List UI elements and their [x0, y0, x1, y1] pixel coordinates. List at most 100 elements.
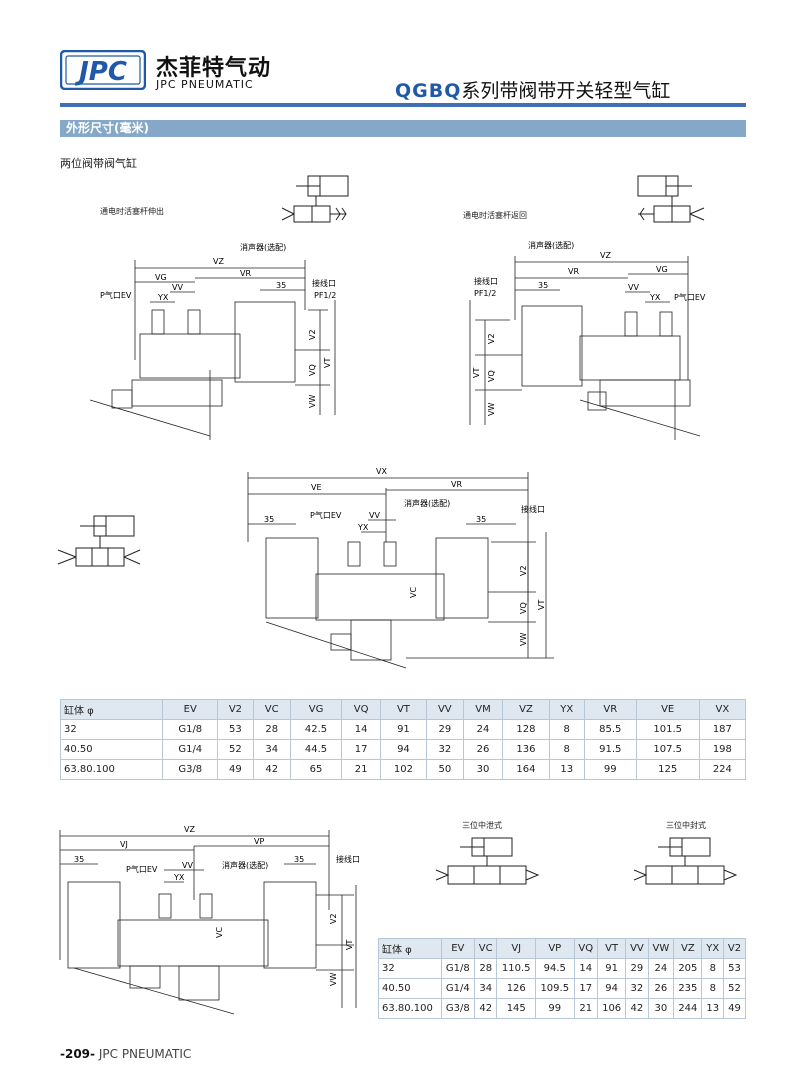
d4-connector: 接线口 — [336, 854, 360, 864]
brand-chinese-name: 杰菲特气动 — [156, 56, 272, 81]
d1-v2: V2 — [308, 329, 317, 340]
table-cell: 52 — [723, 978, 746, 999]
column-header: VR — [583, 699, 637, 720]
d4-vt: VT — [345, 940, 354, 950]
table-cell: 205 — [673, 958, 703, 979]
column-header: 缸体 φ — [59, 699, 164, 720]
table-cell: 13 — [548, 759, 585, 780]
column-header: V2 — [723, 938, 746, 959]
table-cell: 26 — [462, 739, 504, 760]
column-header: VV — [426, 699, 464, 720]
table-cell: 49 — [723, 998, 746, 1019]
table-cell: G1/4 — [162, 739, 219, 760]
column-header: VX — [698, 699, 747, 720]
d4-muffler: 消声器(选配) — [222, 860, 268, 870]
d1-muffler: 消声器(选配) — [240, 242, 286, 252]
d4-vz: VZ — [184, 825, 195, 834]
d2-p: P气口EV — [674, 292, 706, 302]
column-header: VG — [289, 699, 343, 720]
d1-vg: VG — [155, 273, 167, 282]
d3-connector: 接线口 — [521, 504, 545, 514]
table-cell: 94 — [379, 739, 428, 760]
table-cell: G3/8 — [162, 759, 219, 780]
table-cell: 91 — [379, 719, 428, 740]
d3-35a: 35 — [264, 515, 274, 524]
table-cell: 164 — [502, 759, 550, 780]
valve-symbol-center-closed — [633, 837, 738, 885]
table-cell: G1/8 — [162, 719, 219, 740]
drawing-extend: VZ VG VR VV YX P气口EV 消声器(选配) 接线口 PF1/2 3… — [89, 242, 336, 440]
table-cell: 49 — [217, 759, 254, 780]
drawing2-caption: 通电时活塞杆返回 — [463, 211, 527, 220]
header-rule — [60, 103, 746, 107]
table-cell: 17 — [573, 978, 599, 999]
table-cell: 28 — [252, 719, 291, 740]
table-cell: 13 — [701, 998, 725, 1019]
table-cell: 8 — [548, 739, 585, 760]
table-cell: 17 — [341, 739, 381, 760]
d3-vq: VQ — [519, 602, 528, 614]
table-cell: 102 — [379, 759, 428, 780]
table-cell: 42 — [252, 759, 291, 780]
table-cell: 91 — [597, 958, 627, 979]
column-header: YX — [701, 938, 725, 959]
d2-v2: V2 — [487, 333, 496, 344]
table-cell: 198 — [698, 739, 747, 760]
d2-pf: PF1/2 — [474, 289, 496, 298]
table-cell: 99 — [583, 759, 637, 780]
footer-brand: JPC PNEUMATIC — [98, 1047, 192, 1061]
table-cell: 63.80.100 — [378, 998, 442, 1019]
table-cell: 30 — [647, 998, 675, 1019]
d2-vw: VW — [487, 403, 496, 416]
d3-vt: VT — [537, 600, 546, 610]
drawing1-caption: 通电时活塞杆伸出 — [100, 207, 164, 216]
d4-yx: YX — [173, 873, 185, 882]
table-cell: 50 — [426, 759, 464, 780]
section-subtitle: 两位阀带阀气缸 — [60, 157, 137, 170]
table-cell: 44.5 — [289, 739, 343, 760]
d1-vv: VV — [172, 283, 183, 292]
d4-vj: VJ — [120, 840, 128, 849]
symbol-closed-caption: 三位中封式 — [666, 821, 706, 830]
valve-symbol-3 — [57, 515, 141, 567]
d2-vq: VQ — [487, 370, 496, 382]
table-cell: 94 — [597, 978, 627, 999]
drawing-double-solenoid: VX VE VR VV YX P气口EV 消声器(选配) 接线口 35 35 V… — [247, 467, 554, 669]
table-cell: 24 — [462, 719, 504, 740]
column-header: VE — [635, 699, 700, 720]
table-cell: 42.5 — [289, 719, 343, 740]
d4-35a: 35 — [74, 855, 84, 864]
table-cell: 235 — [673, 978, 703, 999]
d3-yx: YX — [357, 523, 369, 532]
table-cell: 14 — [341, 719, 381, 740]
table-cell: 32 — [625, 978, 649, 999]
table-cell: 53 — [723, 958, 746, 979]
drawing-three-position: VZ VJ VP VV YX P气口EV 消声器(选配) 接线口 35 35 V… — [59, 825, 360, 1015]
table-cell: 26 — [647, 978, 675, 999]
d2-muffler: 消声器(选配) — [528, 240, 574, 250]
title-series-code: QGBQ — [395, 80, 462, 102]
column-header: VQ — [573, 938, 599, 959]
column-header: VQ — [341, 699, 381, 720]
table-cell: 34 — [473, 978, 498, 999]
d2-vg: VG — [656, 265, 668, 274]
column-header: 缸体 φ — [378, 938, 442, 959]
d1-connector: 接线口 — [312, 278, 336, 288]
table-cell: 106 — [597, 998, 627, 1019]
table-cell: G1/8 — [440, 958, 475, 979]
section-bar — [60, 120, 746, 137]
title-series-name: 系列带阀带开关轻型气缸 — [461, 80, 671, 102]
table-cell: 244 — [673, 998, 703, 1019]
column-header: YX — [548, 699, 585, 720]
table-cell: 52 — [217, 739, 254, 760]
column-header: VC — [473, 938, 498, 959]
table-cell: 53 — [217, 719, 254, 740]
table-cell: 21 — [573, 998, 599, 1019]
